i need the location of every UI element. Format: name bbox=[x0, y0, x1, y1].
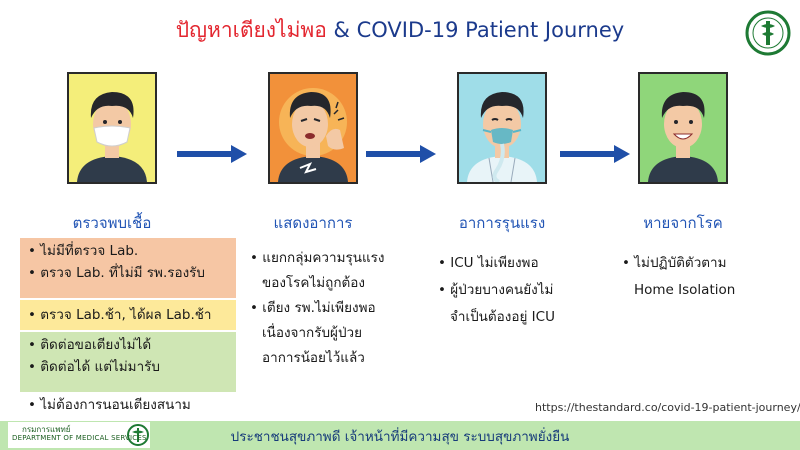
arrow-right-icon bbox=[366, 145, 436, 163]
stage-3-notes: • ICU ไม่เพียงพอ • ผู้ป่วยบางคนยังไม่ จำ… bbox=[438, 250, 555, 331]
department-logo-icon bbox=[8, 422, 150, 448]
list-item: • ติดต่อขอเตียงไม่ได้ bbox=[28, 337, 152, 353]
list-item: • ICU ไม่เพียงพอ bbox=[438, 255, 539, 271]
page-title: ปัญหาเตียงไม่พอ & COVID-19 Patient Journ… bbox=[0, 14, 800, 47]
list-item: • ไม่มีที่ตรวจ Lab. bbox=[28, 243, 139, 259]
lab-problems-box: • ไม่มีที่ตรวจ Lab. • ตรวจ Lab. ที่ไม่มี… bbox=[20, 238, 236, 298]
oxygen-mask-person-icon bbox=[459, 74, 545, 182]
list-item: Home Isolation bbox=[634, 282, 736, 298]
list-item: อาการน้อยไว้แล้ว bbox=[262, 350, 365, 366]
list-item: เนื่องจากรับผู้ป่วย bbox=[262, 325, 362, 341]
list-item: จำเป็นต้องอยู่ ICU bbox=[450, 309, 555, 325]
title-thai: ปัญหาเตียงไม่พอ bbox=[175, 18, 327, 42]
title-english: & COVID-19 Patient Journey bbox=[326, 18, 625, 42]
smiling-person-icon bbox=[640, 74, 726, 182]
arrow-right-icon bbox=[560, 145, 630, 163]
bed-contact-box: • ติดต่อขอเตียงไม่ได้ • ติดต่อได้ แต่ไม่… bbox=[20, 332, 236, 392]
department-english: DEPARTMENT OF MEDICAL SERVICES bbox=[12, 434, 147, 442]
stage-2-label: แสดงอาการ bbox=[273, 214, 353, 232]
list-item: • ติดต่อได้ แต่ไม่มารับ bbox=[28, 359, 160, 375]
stage-1-card bbox=[67, 72, 157, 184]
stage-4-notes: • ไม่ปฏิบัติตัวตาม Home Isolation bbox=[622, 250, 735, 304]
list-item: • ไม่ปฏิบัติตัวตาม bbox=[622, 255, 727, 271]
ministry-logo-icon bbox=[745, 10, 791, 56]
list-item: • แยกกลุ่มความรุนแรง bbox=[250, 250, 385, 266]
stage-4-card bbox=[638, 72, 728, 184]
source-link[interactable]: https://thestandard.co/covid-19-patient-… bbox=[535, 401, 800, 414]
list-item: • ตรวจ Lab. ที่ไม่มี รพ.รองรับ bbox=[28, 265, 206, 281]
stage-2-card bbox=[268, 72, 358, 184]
masked-person-icon bbox=[69, 74, 155, 182]
list-item: • เตียง รพ.ไม่เพียงพอ bbox=[250, 300, 376, 316]
stage-3-label: อาการรุนแรง bbox=[458, 214, 546, 232]
stage-4-label: หายจากโรค bbox=[643, 214, 723, 232]
stage-1-label: ตรวจพบเชื้อ bbox=[72, 214, 152, 232]
stage-3-card bbox=[457, 72, 547, 184]
list-item: • ผู้ป่วยบางคนยังไม่ bbox=[438, 282, 554, 298]
list-item: • ไม่ต้องการนอนเตียงสนาม bbox=[28, 397, 191, 413]
list-item: • ตรวจ Lab.ช้า, ได้ผล Lab.ช้า bbox=[28, 307, 212, 323]
stage-2-notes: • แยกกลุ่มความรุนแรง ของโรคไม่ถูกต้อง • … bbox=[250, 246, 385, 371]
list-item: ของโรคไม่ถูกต้อง bbox=[262, 275, 365, 291]
coughing-person-icon bbox=[270, 74, 356, 182]
arrow-right-icon bbox=[177, 145, 247, 163]
department-thai: กรมการแพทย์ bbox=[22, 425, 71, 434]
footer-slogan: ประชาชนสุขภาพดี เจ้าหน้าที่มีความสุข ระบ… bbox=[230, 429, 570, 445]
lab-delay-box: • ตรวจ Lab.ช้า, ได้ผล Lab.ช้า bbox=[20, 300, 236, 330]
